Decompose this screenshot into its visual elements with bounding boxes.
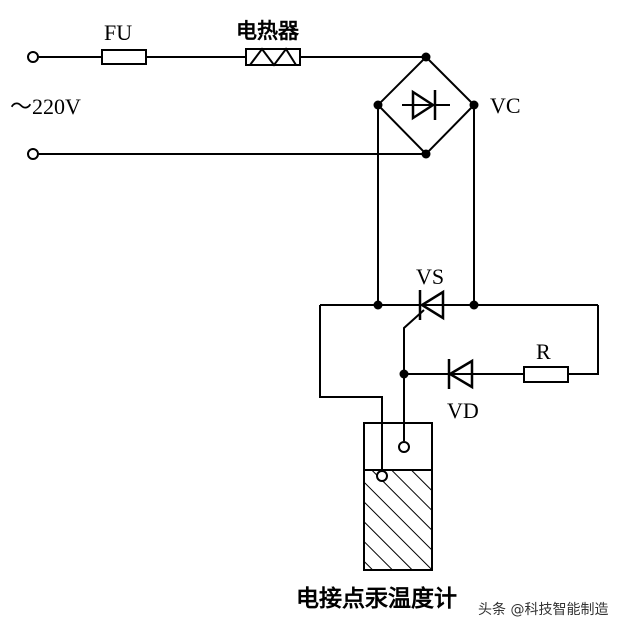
- watermark: 头条 @科技智能制造: [478, 601, 608, 618]
- label-fuse: FU: [104, 20, 132, 45]
- node-thyristor-left: [373, 300, 383, 310]
- resistor-symbol: [523, 366, 569, 383]
- bridge-diode-symbol: [402, 89, 450, 121]
- thermometer-contact-lower: [376, 470, 388, 482]
- fuse-symbol: [101, 49, 147, 65]
- thyristor-symbol: [403, 289, 445, 374]
- left-loop-wire: [319, 305, 383, 470]
- supply-terminal-top: [27, 51, 39, 63]
- label-resistor: R: [536, 339, 551, 364]
- label-thyristor: VS: [416, 264, 444, 289]
- label-bridge: VC: [490, 93, 521, 118]
- right-loop-wire: [568, 305, 599, 375]
- node-bridge-bottom: [421, 149, 431, 159]
- label-diode: VD: [447, 398, 479, 423]
- label-thermometer: 电接点汞温度计: [296, 585, 457, 612]
- label-supply: ～220V: [10, 94, 81, 119]
- thermometer-symbol: [363, 422, 433, 571]
- thermometer-contact-upper: [398, 441, 410, 453]
- label-heater: 电热器: [236, 19, 300, 43]
- node-thyristor-right: [469, 300, 479, 310]
- heater-symbol: [245, 47, 301, 67]
- supply-terminal-bottom: [27, 148, 39, 160]
- gate-diode-symbol: [447, 358, 474, 390]
- node-bridge-top: [421, 52, 431, 62]
